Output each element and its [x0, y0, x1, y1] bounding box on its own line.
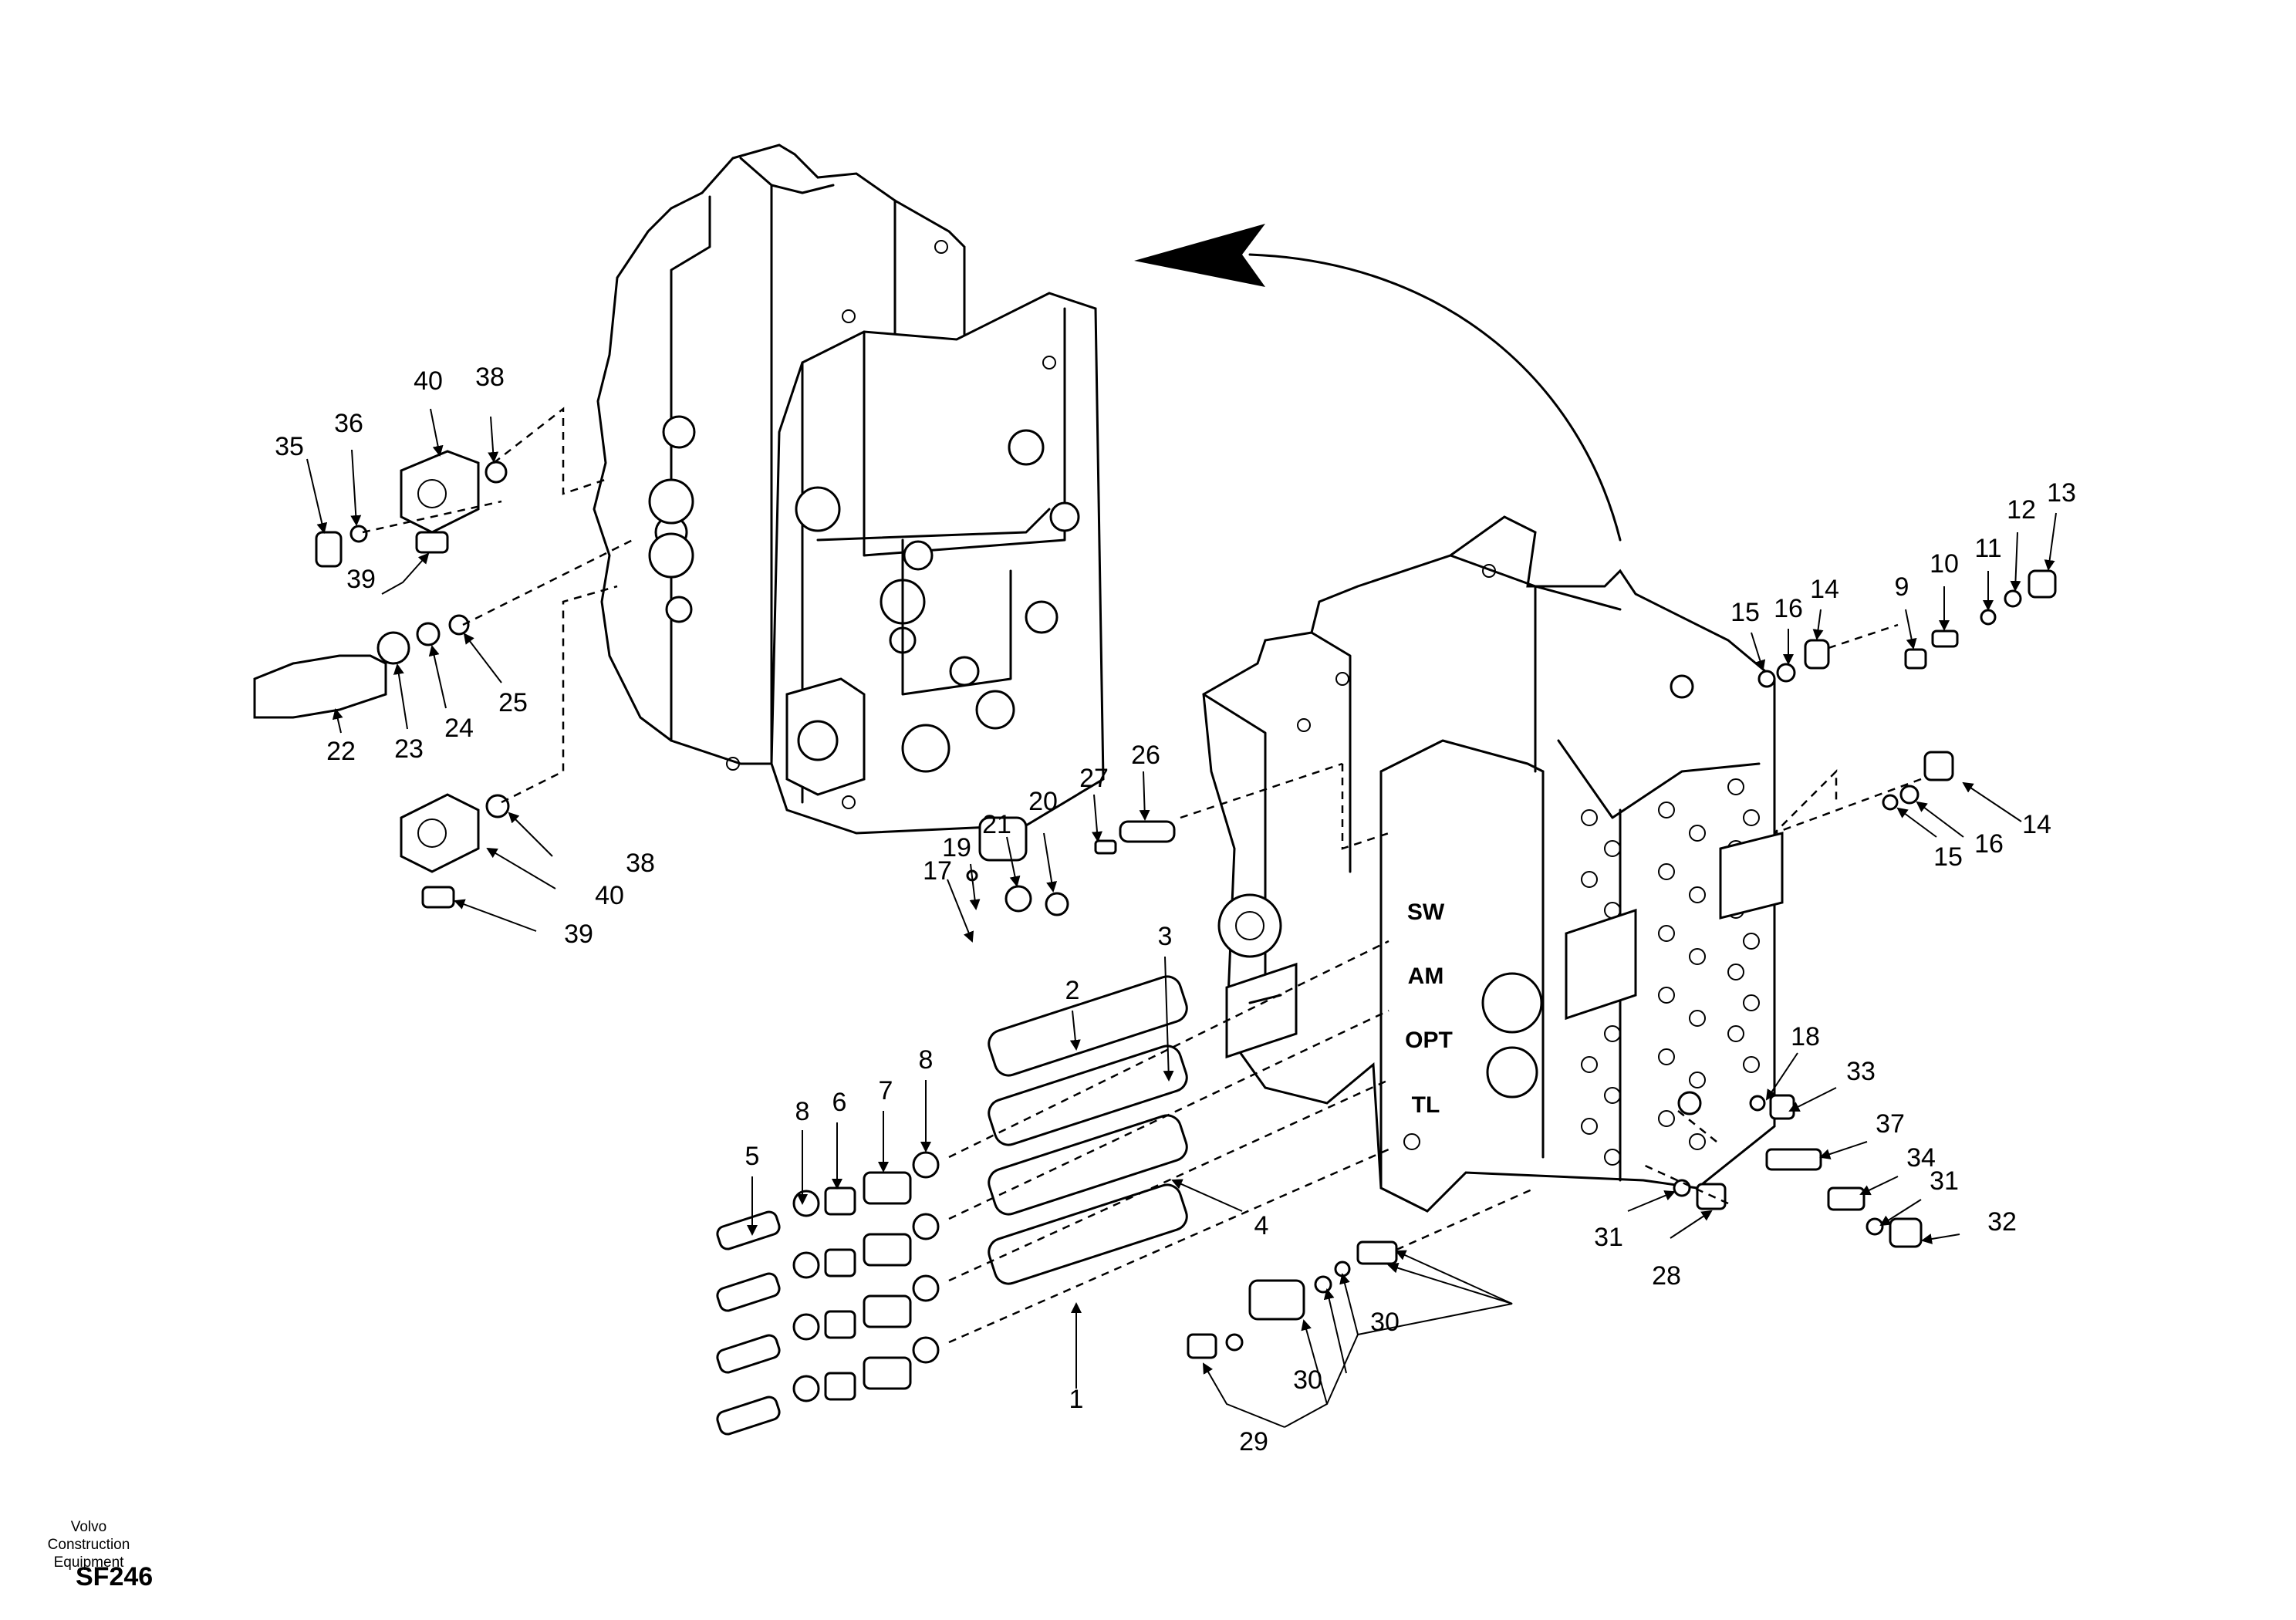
brand-label: Volvo Construction Equipment	[47, 1519, 130, 1571]
callout-31: 31	[1594, 1223, 1623, 1252]
callout-9: 9	[1895, 572, 1909, 602]
callout-12: 12	[2007, 495, 2036, 525]
callout-5: 5	[745, 1142, 760, 1171]
callout-23: 23	[394, 734, 424, 764]
callout-26: 26	[1131, 741, 1160, 770]
callout-30b: 30	[1370, 1308, 1400, 1337]
callout-16: 16	[1774, 594, 1803, 623]
parts-group-right	[1673, 569, 2057, 1248]
callout-24: 24	[444, 714, 474, 743]
port-label-tl: TL	[1412, 1092, 1440, 1118]
callout-36: 36	[334, 409, 363, 438]
leader-lines	[306, 408, 2057, 1428]
valve-housing-rear	[593, 143, 1105, 835]
callout-32: 32	[1987, 1207, 2017, 1237]
callout-7: 7	[879, 1076, 893, 1105]
callout-11: 11	[1974, 534, 2001, 563]
callout-4: 4	[1254, 1211, 1269, 1240]
callout-37: 37	[1876, 1109, 1905, 1139]
callout-1: 1	[1069, 1385, 1084, 1414]
port-labels: SW AM OPT TL	[1405, 899, 1453, 1118]
callout-3: 3	[1158, 922, 1173, 951]
callout-30: 30	[1293, 1365, 1322, 1395]
callout-17: 17	[923, 856, 952, 886]
assembly-guide-lines	[362, 407, 1922, 1344]
callout-35: 35	[275, 432, 304, 461]
callout-20: 21	[982, 810, 1011, 839]
callout-18: 18	[1791, 1022, 1820, 1051]
callout-6: 6	[832, 1088, 847, 1117]
callout-numbers: 35 36 40 38 39 22 23 24 25 38 40 39 17 1…	[275, 363, 2076, 1456]
valve-housing-front	[1202, 515, 1784, 1213]
callout-40: 40	[414, 366, 443, 396]
callout-8: 8	[795, 1097, 810, 1126]
parts-group-left	[253, 450, 510, 909]
callout-13: 13	[2047, 478, 2076, 508]
callout-40b: 40	[595, 881, 624, 910]
parts-group-spools	[716, 816, 1398, 1436]
port-label-am: AM	[1408, 964, 1444, 989]
callout-34: 34	[1906, 1143, 1936, 1173]
callout-33: 33	[1846, 1057, 1876, 1086]
callout-39: 39	[346, 565, 376, 594]
callout-25: 25	[498, 688, 528, 717]
callout-19: 20	[1028, 787, 1058, 816]
callout-2: 2	[1065, 976, 1080, 1005]
rotate-view-arrow	[1134, 224, 1622, 542]
callout-28: 28	[1652, 1261, 1681, 1291]
callout-31b: 31	[1930, 1166, 1959, 1196]
callout-16b: 16	[1974, 829, 2004, 859]
callout-27: 27	[1079, 764, 1109, 793]
callout-14: 14	[1810, 575, 1839, 604]
drawing-code: SF246	[76, 1562, 154, 1591]
callout-38b: 38	[626, 849, 655, 878]
callout-15b: 15	[1933, 842, 1963, 872]
callout-10: 10	[1930, 549, 1959, 579]
port-label-opt: OPT	[1405, 1028, 1453, 1053]
callout-39b: 39	[564, 920, 593, 949]
callout-15: 15	[1730, 598, 1760, 627]
port-label-sw: SW	[1407, 899, 1445, 925]
callout-14b: 14	[2022, 810, 2051, 839]
callout-38: 38	[475, 363, 505, 392]
callout-21: 19	[942, 833, 971, 862]
callout-29: 29	[1239, 1427, 1268, 1456]
callout-22: 22	[326, 737, 356, 766]
callout-8b: 8	[919, 1045, 934, 1075]
